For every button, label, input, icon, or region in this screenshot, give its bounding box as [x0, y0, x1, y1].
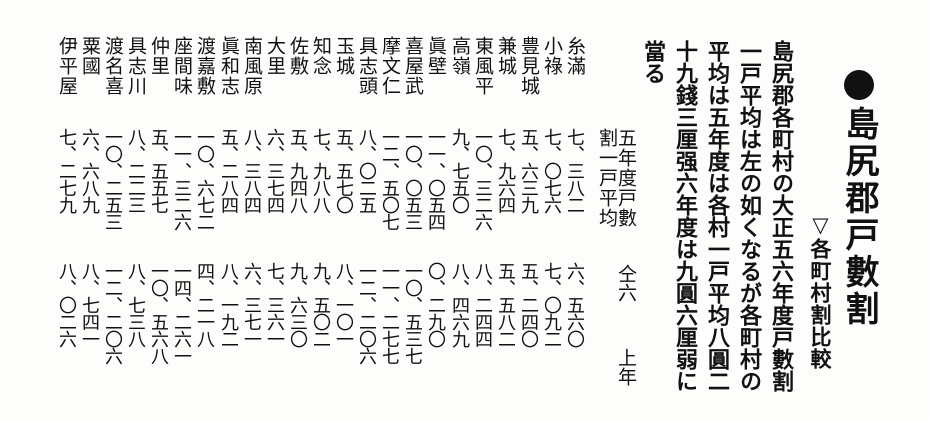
- municipality-name: 糸滿: [564, 36, 586, 76]
- year6-value: 六、三七一: [241, 262, 262, 347]
- year5-value: 七、三八二: [564, 128, 585, 213]
- year6-value: 八、四六九: [449, 262, 470, 347]
- municipality-name: 仲里: [148, 36, 170, 76]
- year6-value: 一一、二七七: [379, 262, 400, 364]
- year6-value: 一二、二〇六: [102, 262, 123, 364]
- year5-value: 一二、五〇七: [379, 128, 400, 230]
- municipality-name: 座間味: [171, 36, 193, 96]
- year5-value: 九、七五〇: [449, 128, 470, 213]
- year6-value: 〇、二九〇: [425, 262, 446, 347]
- municipality-name: 摩文仁: [379, 36, 401, 96]
- table-header-year5: 五年度戸數: [615, 128, 637, 228]
- year5-value: 五、九四八: [287, 128, 308, 213]
- municipality-name: 豊見城: [518, 36, 540, 96]
- year5-value: 一一、〇五四: [425, 128, 446, 230]
- municipality-name: 佐敷: [287, 36, 309, 76]
- year6-value: 八、一〇一: [333, 262, 354, 347]
- year5-value: 一〇、〇五三: [402, 128, 423, 230]
- table-header-year6-tail: 上年: [615, 348, 637, 386]
- municipality-name: 高嶺: [449, 36, 471, 76]
- municipality-name: 粟國: [79, 36, 101, 76]
- year6-value: 一〇、五三七: [402, 262, 423, 364]
- year5-value: 八、三八四: [241, 128, 262, 213]
- municipality-name: 喜屋武: [402, 36, 424, 96]
- year5-value: 七、九六四: [495, 128, 516, 213]
- year6-value: 八、七四一: [79, 262, 100, 347]
- municipality-name: 知念: [310, 36, 332, 76]
- body-line-1: 島尻郡各町村の大正五六年度戸數割: [768, 40, 794, 392]
- year5-value: 六、三七四: [264, 128, 285, 213]
- municipality-name: 小祿: [541, 36, 563, 76]
- headline-text: 島尻郡戸數割: [839, 106, 879, 328]
- year6-value: 六、五六〇: [564, 262, 585, 347]
- body-line-3: 平均は五年度は各村一戸平均八圓二: [704, 40, 730, 392]
- year5-value: 一〇、六七二: [194, 128, 215, 230]
- year5-value: 六、六八九: [79, 128, 100, 213]
- year5-value: 五、六三九: [518, 128, 539, 213]
- year5-value: 一〇、二五三: [102, 128, 123, 230]
- municipality-name: 具志頭: [356, 36, 378, 96]
- year6-value: 一二、二〇六: [356, 262, 377, 364]
- year5-value: 五、五七〇: [333, 128, 354, 213]
- year5-value: 七、二七九: [56, 128, 77, 213]
- municipality-name: 大里: [264, 36, 286, 76]
- year5-value: 七、〇七六: [541, 128, 562, 213]
- year6-value: 七、〇九二: [541, 262, 562, 347]
- year5-value: 五、二八四: [218, 128, 239, 213]
- municipality-name: 東風平: [472, 36, 494, 96]
- body-line-5: 當る: [640, 40, 666, 84]
- year6-value: 七、三六一: [264, 262, 285, 347]
- headline: 島尻郡戸數割: [839, 70, 879, 328]
- municipality-name: 眞壁: [425, 36, 447, 76]
- year6-value: 一四、二六一: [171, 262, 192, 364]
- year6-value: 八、一九二: [218, 262, 239, 347]
- municipality-name: 渡嘉敷: [194, 36, 216, 96]
- municipality-name: 具志川: [125, 36, 147, 96]
- municipality-name: 渡名喜: [102, 36, 124, 96]
- municipality-name: 兼城: [495, 36, 517, 76]
- year5-value: 一〇、三二六: [472, 128, 493, 230]
- table-header-year6: 仝六: [615, 264, 637, 302]
- year5-value: 一一、三二六: [171, 128, 192, 230]
- table-header-year5-sub: 割一戸平均: [596, 128, 618, 228]
- body-line-4: 十九錢三厘强六年度は九圓六厘弱に: [672, 40, 698, 392]
- municipality-name: 南風原: [241, 36, 263, 96]
- year5-value: 七、九八八: [310, 128, 331, 213]
- year6-value: 五、五八二: [495, 262, 516, 347]
- year6-value: 五、二四〇: [518, 262, 539, 347]
- year6-value: 九、五〇二: [310, 262, 331, 347]
- municipality-name: 伊平屋: [56, 36, 78, 96]
- year6-value: 四、二一八: [194, 262, 215, 347]
- year6-value: 九、六三〇: [287, 262, 308, 347]
- bullet-dot-icon: [844, 70, 874, 100]
- municipality-name: 玉城: [333, 36, 355, 76]
- year6-value: 八、〇二六: [56, 262, 77, 347]
- year5-value: 八、〇二五: [356, 128, 377, 213]
- municipality-name: 眞和志: [218, 36, 240, 96]
- year5-value: 八、二二三: [125, 128, 146, 213]
- year6-value: 八、七三八: [125, 262, 146, 347]
- body-line-2: 一戸平均は左の如くなるが各町村の: [736, 40, 762, 392]
- year6-value: 一〇、五六八: [148, 262, 169, 364]
- year6-value: 八、二四四: [472, 262, 493, 347]
- year5-value: 五、五五七: [148, 128, 169, 213]
- subheadline: ▽各町村割比較: [808, 212, 833, 370]
